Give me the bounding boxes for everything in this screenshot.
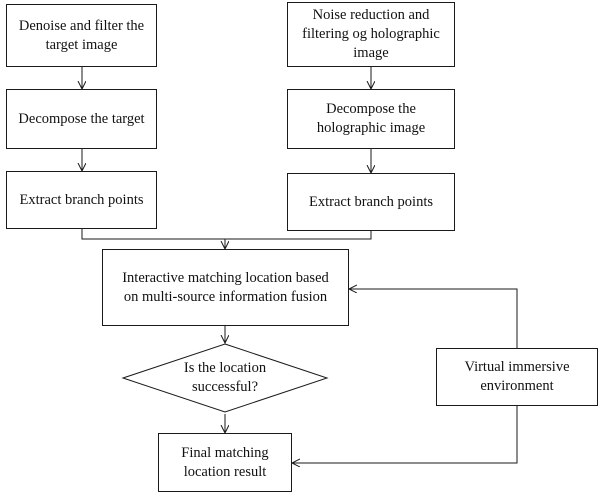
- left-step3-label: Extract branch points: [19, 191, 144, 208]
- matching-label: Interactive matching location based on m…: [122, 269, 329, 305]
- right-step1-box: Noise reduction and filtering og hologra…: [287, 2, 455, 67]
- arrow-environment-to-matching: [349, 289, 518, 348]
- left-step1-label: Denoise and filter the target image: [18, 17, 145, 53]
- result-label: Final matching location result: [181, 444, 269, 480]
- left-step1-box: Denoise and filter the target image: [6, 4, 157, 67]
- right-step3-box: Extract branch points: [287, 173, 455, 231]
- right-step3-label: Extract branch points: [308, 193, 433, 210]
- arrow-environment-to-result: [292, 406, 518, 463]
- decision-label-container: Is the location successful?: [163, 356, 287, 400]
- right-step1-label: Noise reduction and filtering og hologra…: [302, 7, 440, 61]
- matching-box: Interactive matching location based on m…: [102, 249, 349, 326]
- left-step2-box: Decompose the target: [6, 89, 157, 149]
- result-box: Final matching location result: [158, 433, 292, 492]
- left-step2-label: Decompose the target: [18, 110, 145, 127]
- merge-connector: [81, 229, 372, 240]
- right-step2-box: Decompose the holographic image: [287, 89, 455, 149]
- environment-box: Virtual immersive environment: [436, 348, 598, 406]
- left-step3-box: Extract branch points: [6, 171, 157, 229]
- decision-diamond: [121, 343, 329, 413]
- decision-label: Is the location successful?: [183, 360, 267, 395]
- right-step2-label: Decompose the holographic image: [316, 101, 426, 136]
- environment-label: Virtual immersive environment: [464, 359, 570, 394]
